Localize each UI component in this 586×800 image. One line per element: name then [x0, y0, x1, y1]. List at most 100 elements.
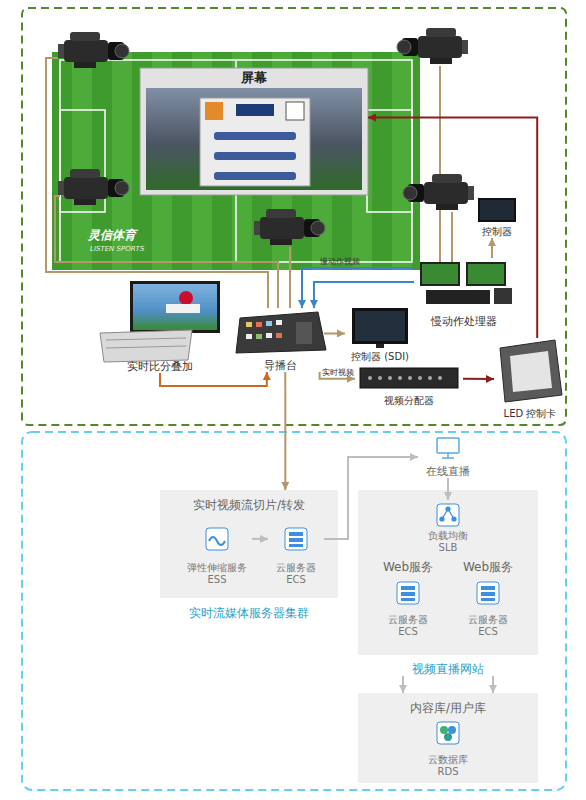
node-text: 在线直播	[418, 465, 478, 478]
illustration-part	[500, 340, 562, 402]
cloud-service: Web服务云服务器 ECS	[460, 560, 516, 638]
illustration-part	[408, 376, 412, 380]
illustration-part	[437, 722, 459, 744]
illustration-part	[442, 453, 454, 458]
illustration-part	[296, 322, 312, 344]
camera	[58, 28, 474, 245]
illustration-part	[439, 66, 441, 262]
illustration-part	[133, 284, 217, 330]
illustration-part	[206, 528, 228, 550]
illustration-part	[285, 528, 307, 550]
illustration-part	[401, 598, 415, 601]
device-box: 导播台	[236, 308, 324, 372]
illustration-part	[256, 334, 262, 339]
logo-subtext: LISTEN SPORTS	[90, 245, 144, 253]
node-text: 弹性伸缩服务 ESS	[182, 562, 252, 586]
illustration-part	[418, 376, 422, 380]
device-box: 实时比分叠加	[98, 278, 222, 373]
illustration-part	[355, 311, 405, 341]
football-field	[52, 52, 420, 270]
illustration-part	[397, 582, 419, 604]
node-text: 云服务器 ECS	[460, 614, 516, 638]
slow-motion-device	[420, 262, 512, 304]
connector	[284, 372, 286, 490]
illustration-part	[246, 334, 252, 339]
monitor-icon	[437, 438, 459, 458]
device-box: 慢动作处理器	[414, 258, 514, 328]
group-panel	[358, 693, 538, 783]
illustration-part	[209, 537, 225, 545]
connector	[402, 676, 404, 693]
node-text: 内容库/用户库	[358, 701, 538, 715]
illustration-part	[140, 68, 368, 195]
node-text: LED 控制卡	[494, 408, 566, 420]
group-panel	[160, 490, 338, 598]
illustration-part	[401, 586, 415, 590]
illustration-part	[481, 586, 495, 590]
server-group: 实时视频流切片/转发实时流媒体服务器集群弹性伸缩服务 ESS云服务器 ECS	[160, 490, 338, 620]
node-text: 视频直播网站	[358, 662, 538, 676]
connector	[492, 676, 494, 693]
illustration-part	[289, 538, 303, 542]
node-text: 控制器 (SDI)	[345, 351, 415, 363]
illustration-part	[420, 262, 460, 286]
illustration-part	[352, 308, 408, 344]
node-text: Web服务	[380, 560, 436, 574]
illustration-part	[448, 726, 456, 734]
illustration-part	[214, 152, 296, 160]
led-card-device	[500, 340, 562, 402]
illustration-part	[478, 198, 516, 222]
illustration-part	[445, 506, 450, 511]
illustration-part	[289, 544, 303, 547]
illustration-part	[477, 582, 499, 604]
illustration-part	[100, 330, 192, 362]
illustration-part	[401, 592, 415, 596]
ecs-icon	[285, 528, 307, 550]
node-text: 慢动作处理器	[414, 315, 514, 328]
connector	[160, 372, 267, 386]
device-box: 控制器 (SDI)	[345, 305, 415, 363]
illustration-part	[480, 200, 514, 220]
node-text: 实时视频流切片/转发	[160, 498, 338, 512]
illustration-part	[60, 60, 412, 262]
connector	[314, 282, 414, 308]
illustration-part	[266, 321, 272, 326]
device-box: 控制器	[468, 196, 526, 238]
big-screen	[140, 68, 368, 195]
device-box: LED 控制卡	[494, 338, 566, 420]
illustration-part	[214, 172, 296, 180]
node-text: 云数据库 RDS	[420, 754, 476, 778]
connector	[324, 457, 418, 539]
onsite-boundary	[22, 8, 566, 425]
illustration-part	[376, 344, 384, 348]
device-box: 视频分配器	[355, 365, 463, 407]
illustration-part	[437, 504, 459, 526]
connector	[302, 268, 414, 308]
node-text: 视频分配器	[355, 395, 463, 407]
illustration-part	[256, 322, 262, 327]
node-text: Web服务	[460, 560, 516, 574]
illustration-part	[451, 516, 456, 521]
illustration-part	[451, 212, 453, 262]
illustration-part	[286, 102, 304, 120]
connector	[491, 238, 493, 258]
edge-label: 实时视频	[322, 368, 354, 378]
node-text: 云服务器 ECS	[380, 614, 436, 638]
node-text: 负载均衡 SLB	[420, 530, 476, 554]
illustration-part	[130, 281, 220, 333]
illustration-part	[58, 169, 129, 205]
node-text: 实时流媒体服务器集群	[160, 606, 338, 620]
cloud-boundary	[22, 432, 566, 790]
illustration-part	[246, 322, 252, 327]
group-panel	[358, 490, 538, 655]
illustration-part	[378, 376, 382, 380]
switcher-device	[236, 312, 326, 353]
illustration-part	[440, 726, 448, 734]
illustration-part	[46, 58, 268, 308]
illustration-part	[276, 320, 282, 325]
illustration-part	[397, 28, 468, 64]
illustration-part	[422, 264, 458, 284]
